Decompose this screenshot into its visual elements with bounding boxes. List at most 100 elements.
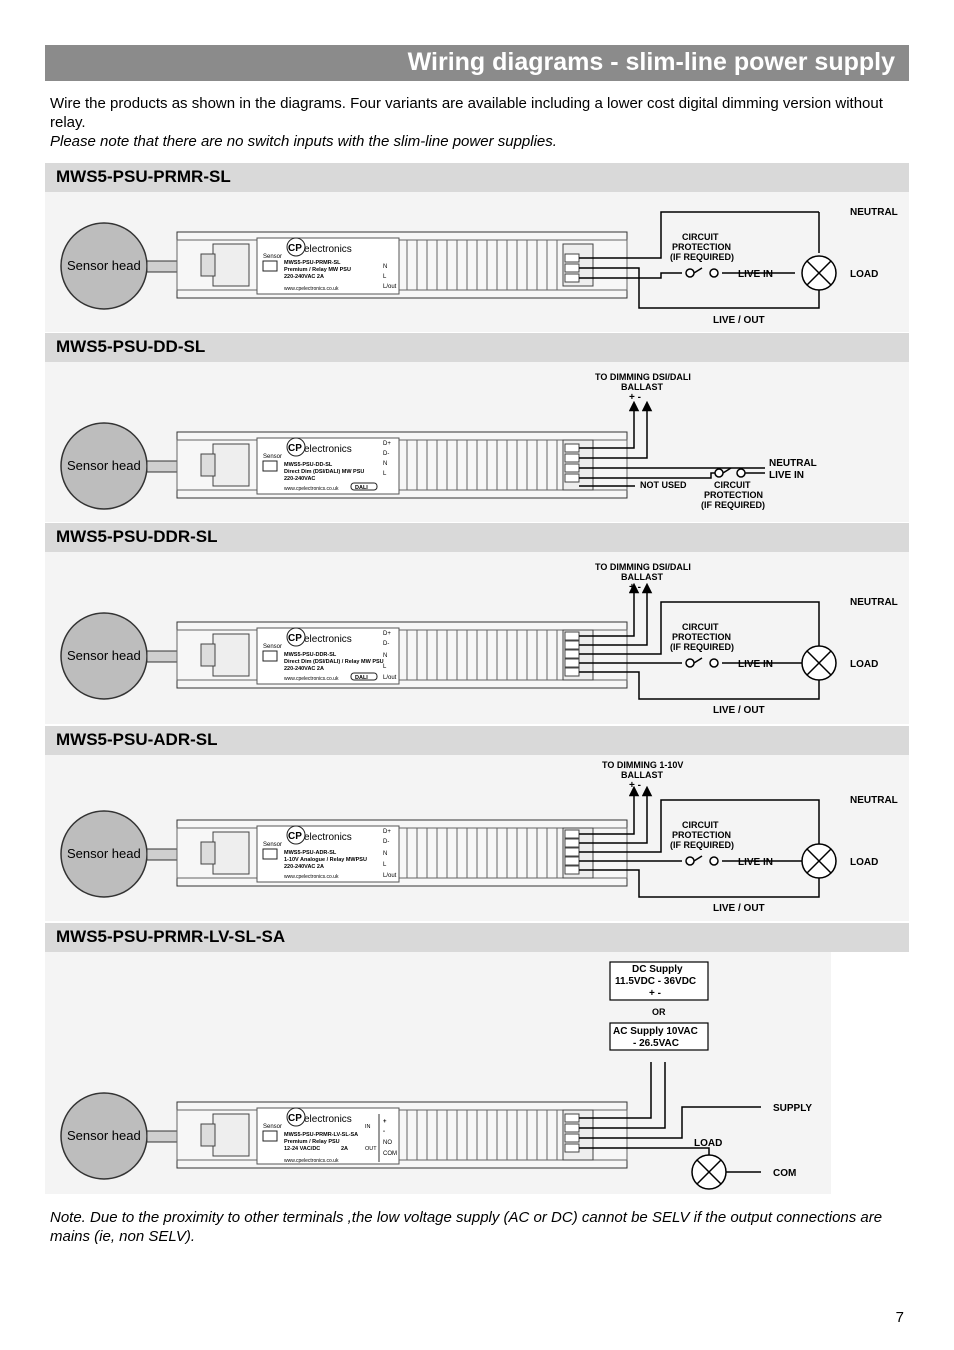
svg-text:MWS5-PSU-PRMR-LV-SL-SA: MWS5-PSU-PRMR-LV-SL-SA [284,1132,358,1138]
svg-text:AC Supply 10VAC: AC Supply 10VAC [613,1026,698,1037]
svg-text:electronics: electronics [304,832,352,843]
svg-text:+ -: + - [649,988,661,999]
section-title: MWS5-PSU-DDR-SL [56,527,218,546]
svg-text:N: N [383,653,387,659]
svg-text:electronics: electronics [304,1114,352,1125]
svg-text:L: L [383,664,387,670]
svg-text:L: L [383,471,387,477]
diagram-prmr: Sensor head CP electronics Sensor MWS5-P… [45,192,909,332]
svg-text:LOAD: LOAD [694,1138,722,1149]
svg-text:LIVE IN: LIVE IN [738,269,773,280]
intro-line: Wire the products as shown in the diagra… [50,95,883,131]
sensor-head: Sensor head [60,222,148,310]
svg-text:L/out: L/out [383,675,397,681]
svg-text:PROTECTION: PROTECTION [672,830,731,840]
or-label: OR [652,1007,666,1017]
svg-text:11.5VDC - 36VDC: 11.5VDC - 36VDC [615,976,696,987]
section-title: MWS5-PSU-PRMR-SL [56,167,231,186]
svg-text:BALLAST: BALLAST [621,382,663,392]
svg-text:CIRCUIT: CIRCUIT [682,622,719,632]
svg-text:220-240VAC 2A: 220-240VAC 2A [284,274,324,280]
svg-text:+: + [383,1119,387,1125]
wiring-dd [579,400,765,487]
sensor-head: Sensor head [60,612,148,700]
svg-text:PROTECTION: PROTECTION [672,632,731,642]
svg-text:CIRCUIT: CIRCUIT [682,232,719,242]
psu-body: CP electronics Sensor MWS5-PSU-DDR-SL Di… [176,621,628,689]
svg-text:PROTECTION: PROTECTION [672,242,731,252]
svg-text:+ -: + - [629,392,641,403]
svg-text:- 26.5VAC: - 26.5VAC [633,1038,679,1049]
wiring-prmr [579,211,820,309]
section-heading-dd: MWS5-PSU-DD-SL [45,333,909,362]
svg-text:NOT USED: NOT USED [640,480,687,490]
svg-text:D+: D+ [383,631,391,637]
psu-body: CP electronics Sensor MWS5-PSU-DD-SL Dir… [176,431,628,499]
svg-text:D-: D- [383,641,389,647]
psu-body: CP electronics Sensor MWS5-PSU-ADR-SL 1-… [176,819,628,887]
svg-text:+ -: + - [629,780,641,791]
svg-text:Sensor: Sensor [263,644,282,650]
svg-text:LOAD: LOAD [850,857,878,868]
svg-text:Sensor: Sensor [263,1124,282,1130]
svg-text:NEUTRAL: NEUTRAL [850,597,898,608]
svg-text:electronics: electronics [304,244,352,255]
svg-text:TO DIMMING 1-10V: TO DIMMING 1-10V [602,760,683,770]
svg-text:LIVE IN: LIVE IN [738,857,773,868]
svg-text:CIRCUIT: CIRCUIT [682,820,719,830]
svg-text:www.cpelectronics.co.uk: www.cpelectronics.co.uk [284,874,339,880]
svg-text:(IF REQUIRED): (IF REQUIRED) [701,500,765,510]
svg-text:Sensor: Sensor [263,254,282,260]
svg-text:L/out: L/out [383,284,397,290]
svg-text:NO: NO [383,1140,392,1146]
svg-text:Sensor head: Sensor head [67,458,141,473]
page-title: Wiring diagrams - slim-line power supply [407,48,895,76]
svg-text:Sensor head: Sensor head [67,846,141,861]
section-heading-adr: MWS5-PSU-ADR-SL [45,726,909,755]
svg-text:DC Supply: DC Supply [632,964,683,975]
svg-text:L/out: L/out [383,873,397,879]
svg-text:D+: D+ [383,441,391,447]
svg-text:LIVE / OUT: LIVE / OUT [713,315,765,326]
svg-text:L: L [383,274,387,280]
diagram-adr: Sensor head CP electronics Sensor MWS5-P… [45,755,909,921]
svg-text:(IF REQUIRED): (IF REQUIRED) [670,840,734,850]
svg-text:(IF REQUIRED): (IF REQUIRED) [670,252,734,262]
svg-text:CP: CP [288,243,302,254]
svg-text:12-24 VAC/DC: 12-24 VAC/DC [284,1146,320,1152]
svg-text:DALI: DALI [355,485,368,491]
svg-text:SUPPLY: SUPPLY [773,1103,812,1114]
svg-text:Direct Dim (DSI/DALI) / Relay: Direct Dim (DSI/DALI) / Relay MW PSU [284,659,384,665]
page-number: 7 [895,1309,904,1326]
section-title: MWS5-PSU-DD-SL [56,337,206,356]
svg-text:LOAD: LOAD [850,269,878,280]
svg-text:-: - [383,1129,385,1135]
svg-text:Direct Dim (DSI/DALI) MW PSU: Direct Dim (DSI/DALI) MW PSU [284,469,364,475]
svg-text:PROTECTION: PROTECTION [704,490,763,500]
svg-text:LIVE IN: LIVE IN [769,470,804,481]
svg-text:electronics: electronics [304,634,352,645]
svg-text:D-: D- [383,451,389,457]
wiring-ddr [579,582,820,700]
svg-text:N: N [383,264,387,270]
sensor-head: Sensor head [60,422,148,510]
svg-text:TO DIMMING DSI/DALI: TO DIMMING DSI/DALI [595,562,691,572]
svg-text:CP: CP [288,633,302,644]
svg-text:MWS5-PSU-PRMR-SL: MWS5-PSU-PRMR-SL [284,260,341,266]
svg-text:Sensor head: Sensor head [67,648,141,663]
section-heading-prmr: MWS5-PSU-PRMR-SL [45,163,909,192]
svg-text:220-240VAC: 220-240VAC [284,476,315,482]
svg-text:Sensor: Sensor [263,842,282,848]
load-lamp [801,255,837,291]
intro-text: Wire the products as shown in the diagra… [50,94,910,151]
diagram-lv: Sensor head CP electronics Sensor MWS5-P… [45,952,831,1194]
sensor-head: Sensor head [60,810,148,898]
svg-text:N: N [383,851,387,857]
svg-text:NEUTRAL: NEUTRAL [850,207,898,218]
intro-note: Please note that there are no switch inp… [50,133,557,150]
svg-text:220-240VAC 2A: 220-240VAC 2A [284,864,324,870]
footnote: Note. Due to the proximity to other term… [50,1209,883,1245]
svg-text:Sensor head: Sensor head [67,258,141,273]
svg-text:+ -: + - [629,582,641,593]
svg-text:CP: CP [288,831,302,842]
